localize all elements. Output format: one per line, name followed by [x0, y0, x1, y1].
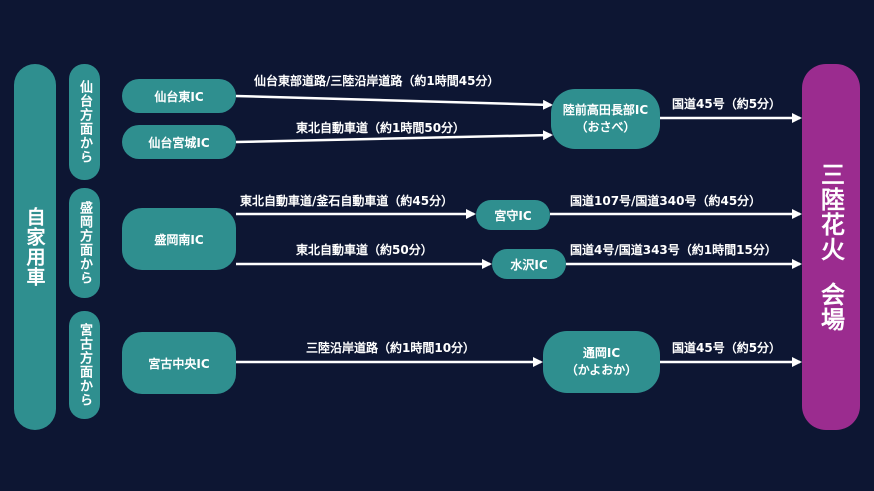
route-label-miyamori-venue: 国道107号/国道340号（約45分） [570, 194, 762, 208]
node-sendai-miyagi-ic: 仙台宮城IC [122, 125, 236, 159]
route-label-miyako-kayooka: 三陸沿岸道路（約1時間10分） [306, 341, 476, 355]
private-car-label: 自家用車 [14, 64, 56, 430]
node-mizusawa-ic: 水沢IC [492, 249, 566, 279]
route-label-kayooka-venue: 国道45号（約5分） [672, 341, 782, 355]
node-kayooka-ic: 通岡IC （かよおか） [543, 331, 660, 393]
route-label-rikuzen-venue: 国道45号（約5分） [672, 97, 782, 111]
node-miyamori-ic: 宮守IC [476, 200, 550, 230]
node-morioka-minami-ic: 盛岡南IC [122, 208, 236, 270]
node-miyako-chuo-ic: 宮古中央IC [122, 332, 236, 394]
origin-morioka: 盛岡方面から [69, 188, 100, 298]
origin-sendai: 仙台方面から [69, 64, 100, 180]
origin-miyako: 宮古方面から [69, 311, 100, 419]
fireworks-venue: 三陸花火 会場 [802, 64, 860, 430]
venue-suffix: 会場 [816, 282, 845, 332]
route-label-morioka-mizusawa: 東北自動車道（約50分） [296, 243, 433, 257]
arrow-sendai-miyagi [235, 130, 553, 144]
route-label-morioka-miyamori: 東北自動車道/釜石自動車道（約45分） [240, 194, 454, 208]
node-rikuzen-takata-osabe-ic: 陸前高田長部IC （おさべ） [551, 89, 660, 149]
route-label-mizusawa-venue: 国道4号/国道343号（約1時間15分） [570, 243, 777, 257]
route-label-sendai-higashi: 仙台東部道路/三陸沿岸道路（約1時間45分） [254, 74, 500, 88]
route-label-sendai-miyagi: 東北自動車道（約1時間50分） [296, 121, 466, 135]
node-sendai-higashi-ic: 仙台東IC [122, 79, 236, 113]
venue-name: 三陸花火 [816, 162, 845, 262]
arrow-sendai-higashi [235, 94, 553, 110]
